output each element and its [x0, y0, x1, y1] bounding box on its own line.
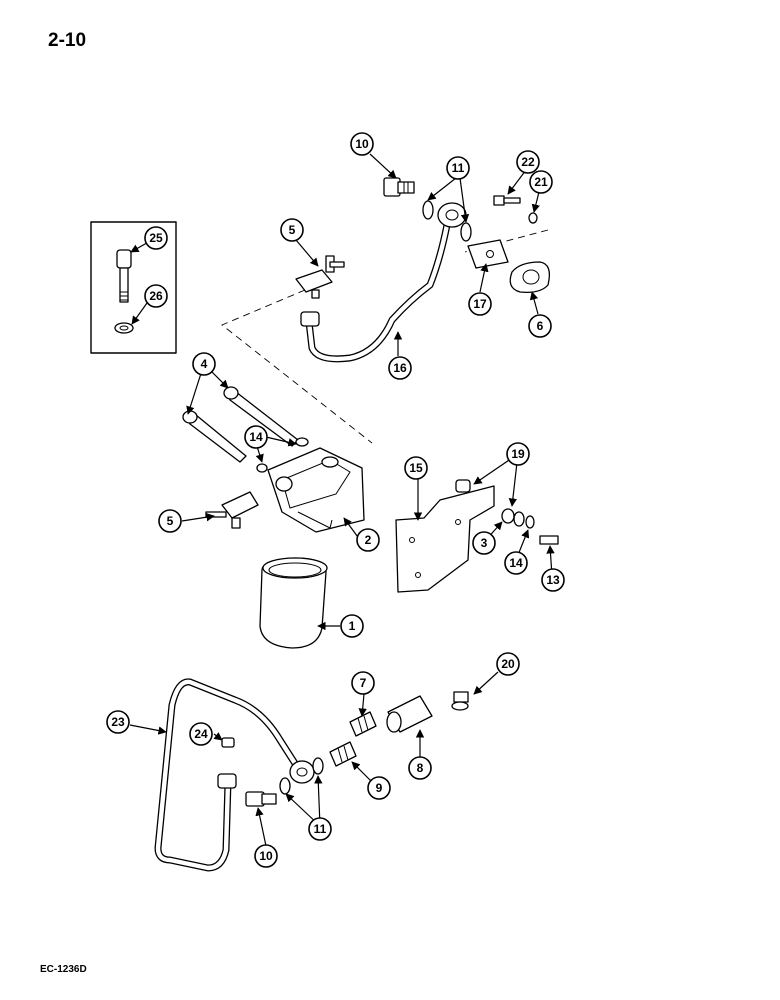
svg-text:6: 6 — [537, 319, 544, 333]
callout-23: 23 — [106, 710, 130, 734]
svg-text:10: 10 — [259, 849, 273, 863]
svg-text:14: 14 — [249, 430, 263, 444]
svg-text:9: 9 — [376, 781, 383, 795]
callout-14-left: 14 — [244, 425, 268, 449]
valve-upper — [295, 255, 345, 299]
callout-20: 20 — [496, 652, 520, 676]
callout-15: 15 — [404, 456, 428, 480]
svg-text:13: 13 — [546, 573, 560, 587]
page-number: 2-10 — [48, 30, 87, 51]
svg-text:20: 20 — [501, 657, 515, 671]
callout-1: 1 — [340, 614, 364, 638]
fuel-line-upper — [300, 202, 467, 363]
callout-5-lower: 5 — [158, 509, 182, 533]
callout-22: 22 — [516, 150, 540, 174]
banjo-bolt-lower — [245, 757, 324, 807]
banjo-bolt-upper — [383, 177, 472, 242]
figure-code: EC-1236D — [40, 964, 87, 975]
callout-14-right: 14 — [504, 551, 528, 575]
callout-25: 25 — [144, 226, 168, 250]
svg-text:11: 11 — [452, 161, 465, 175]
callout-2: 2 — [356, 528, 380, 552]
filter-head — [267, 447, 365, 533]
svg-text:17: 17 — [473, 297, 487, 311]
svg-text:3: 3 — [481, 536, 488, 550]
callout-26: 26 — [144, 284, 168, 308]
callout-10-upper: 10 — [350, 132, 374, 156]
assembly-lines — [221, 229, 549, 444]
plug — [221, 737, 235, 748]
svg-text:5: 5 — [289, 223, 296, 237]
svg-text:1: 1 — [349, 619, 356, 633]
callout-19: 19 — [506, 442, 530, 466]
svg-text:26: 26 — [149, 289, 163, 303]
svg-text:24: 24 — [194, 727, 208, 741]
svg-text:10: 10 — [355, 137, 369, 151]
callout-7: 7 — [351, 671, 375, 695]
callout-6: 6 — [528, 314, 552, 338]
valve-lower — [205, 491, 259, 529]
callout-21: 21 — [529, 170, 553, 194]
callout-13: 13 — [541, 568, 565, 592]
fuel-line-lower — [154, 678, 315, 872]
svg-text:11: 11 — [314, 822, 327, 836]
callout-11-upper: 11 — [446, 156, 470, 180]
filter-element — [259, 557, 328, 649]
callout-4: 4 — [192, 352, 216, 376]
callout-10-lower: 10 — [254, 844, 278, 868]
callout-17: 17 — [468, 292, 492, 316]
svg-text:14: 14 — [509, 556, 523, 570]
svg-text:23: 23 — [111, 715, 125, 729]
callout-11-lower: 11 — [308, 817, 332, 841]
callout-3: 3 — [472, 531, 496, 555]
svg-text:25: 25 — [149, 231, 163, 245]
svg-text:15: 15 — [409, 461, 423, 475]
svg-text:21: 21 — [534, 175, 548, 189]
svg-text:22: 22 — [521, 155, 535, 169]
svg-text:16: 16 — [393, 361, 407, 375]
svg-text:4: 4 — [201, 357, 208, 371]
svg-text:8: 8 — [417, 761, 424, 775]
callout-24: 24 — [189, 722, 213, 746]
callout-5-upper: 5 — [280, 218, 304, 242]
long-bolts — [182, 386, 309, 473]
svg-text:5: 5 — [167, 514, 174, 528]
callout-9: 9 — [367, 776, 391, 800]
bracket-parts — [467, 195, 551, 293]
callout-8: 8 — [408, 756, 432, 780]
svg-text:7: 7 — [360, 676, 367, 690]
bracket-plate — [395, 479, 559, 593]
fittings — [329, 691, 469, 767]
svg-text:19: 19 — [511, 447, 525, 461]
callout-16: 16 — [388, 356, 412, 380]
svg-text:2: 2 — [365, 533, 372, 547]
